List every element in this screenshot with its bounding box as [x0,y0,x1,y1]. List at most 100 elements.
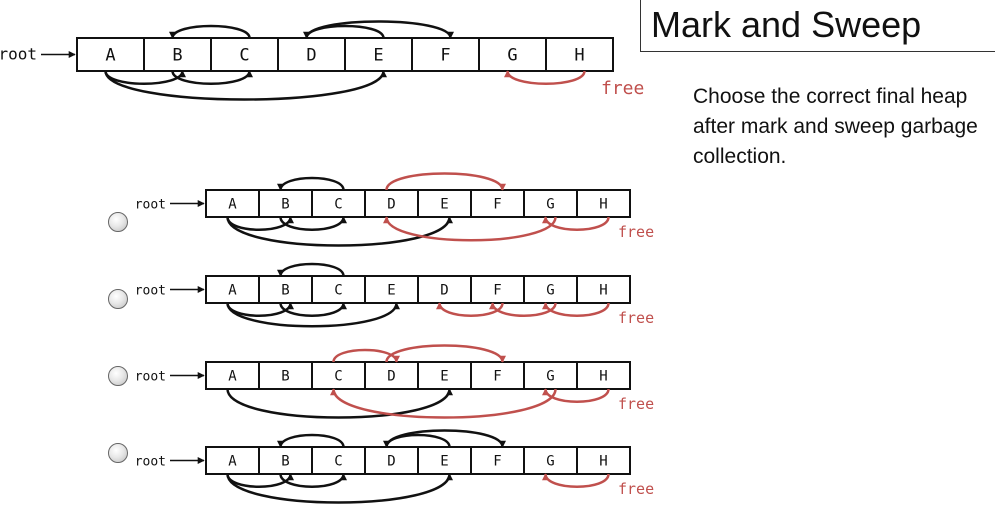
pointer-arrow [104,70,186,85]
cell-label: B [281,369,289,385]
pointer-arrow [171,70,253,85]
cell-label: H [599,283,607,299]
pointer-arrow [226,302,400,328]
cell-label: A [228,197,237,213]
cell-label: E [440,197,448,213]
cell-label: A [228,454,237,470]
cell-label: F [440,46,450,66]
option-1-radio[interactable] [108,212,128,232]
free-label: free [618,223,654,241]
pointer-arrow [383,433,451,448]
option-4-radio[interactable] [108,443,128,463]
heap-cell [576,446,631,475]
heap-cell [576,189,631,218]
cell-label: E [387,283,395,299]
heap-cell [576,361,631,390]
pointer-arrow [226,388,453,419]
cell-label: H [599,369,607,385]
cell-label: B [281,283,289,299]
root-label: root [135,455,166,470]
cell-label: A [105,46,115,66]
pointer-arrow [279,216,347,231]
root-label: root [135,198,166,213]
free-list-arrow [436,302,504,317]
heap-cell [311,446,366,475]
heap-cell [545,37,614,72]
free-label: free [618,309,654,327]
cell-label: C [334,197,342,213]
free-list-arrow [542,473,610,488]
cell-label: D [387,454,395,470]
cell-label: F [493,197,501,213]
cell-label: C [239,46,249,66]
cell-label: A [228,283,237,299]
cell-label: E [440,454,448,470]
cell-label: F [493,369,501,385]
heap-cell [470,189,525,218]
cell-label: G [546,283,554,299]
heap-cell [258,361,313,390]
heap-cell [205,361,260,390]
cell-label: C [334,369,342,385]
cell-label: C [334,283,342,299]
free-list-arrow [385,344,506,363]
heap-cell [143,37,212,72]
cell-label: D [306,46,316,66]
pointer-arrow [104,70,387,101]
root-label: root [135,284,166,299]
heap-cell [205,275,260,304]
pointer-arrow [303,24,385,39]
cell-label: G [546,454,554,470]
cell-label: B [281,454,289,470]
pointer-arrow [226,473,453,504]
heap-cell [311,361,366,390]
free-list-arrow [542,302,610,317]
free-list-arrow [504,70,586,85]
cell-label: G [546,369,554,385]
cell-label: F [493,283,501,299]
pointer-arrow [169,24,251,39]
free-label: free [618,395,654,413]
heap-cell [364,446,419,475]
heap-cell [311,189,366,218]
root-label: root [135,370,166,385]
cell-label: H [599,454,607,470]
heap-cell [523,446,578,475]
cell-label: B [281,197,289,213]
heap-cell [258,446,313,475]
free-list-arrow [383,216,557,242]
cell-label: G [507,46,517,66]
heap-cell [576,275,631,304]
heap-cell [258,189,313,218]
free-label: free [618,480,654,498]
heap-cell [311,275,366,304]
cell-label: H [599,197,607,213]
cell-label: C [334,454,342,470]
question-text: Choose the correct final heap after mark… [693,85,978,168]
option-2-radio[interactable] [108,289,128,309]
free-label: free [601,78,644,99]
pointer-arrow [305,20,454,39]
slide-title: Mark and Sweep [651,4,922,45]
heap-cell [364,275,419,304]
heap-cell [417,361,472,390]
pointer-arrow [279,473,347,488]
heap-cell [417,189,472,218]
option-3-radio[interactable] [108,366,128,386]
heap-cell [523,275,578,304]
free-list-arrow [385,172,506,191]
heap-cell [470,446,525,475]
pointer-arrow [226,216,453,247]
title-box: Mark and Sweep [640,0,995,52]
free-list-arrow [542,216,610,231]
free-list-arrow [330,388,557,419]
cell-label: E [440,369,448,385]
cell-label: D [387,369,395,385]
cell-label: B [172,46,182,66]
cell-label: D [440,283,448,299]
heap-cell [205,446,260,475]
heap-cell [523,189,578,218]
